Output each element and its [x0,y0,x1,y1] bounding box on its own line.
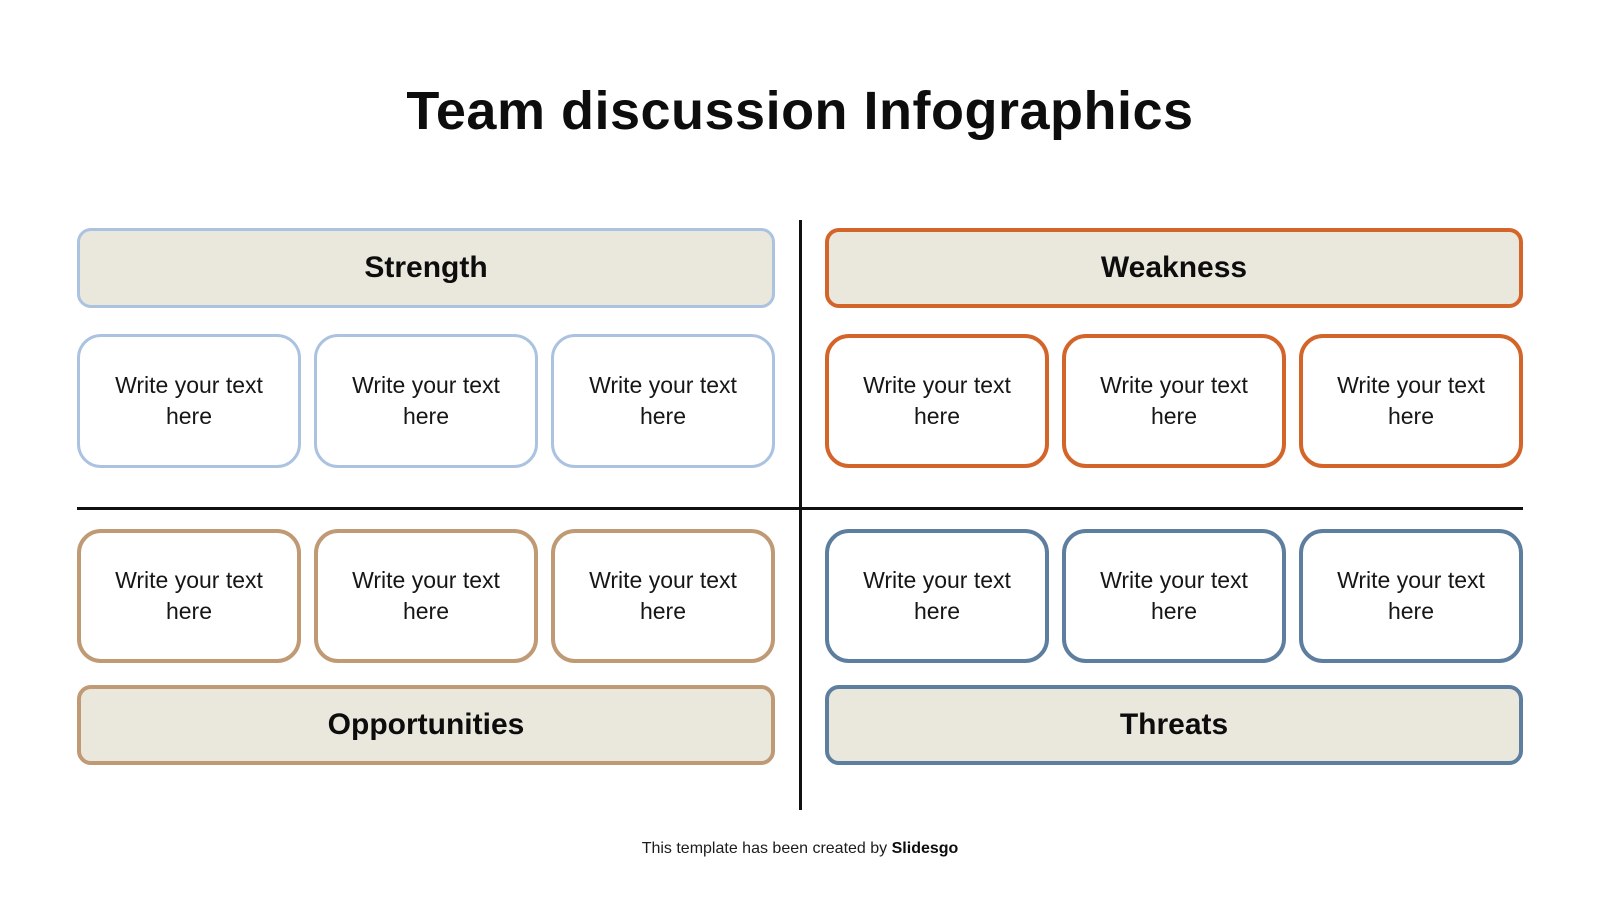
threats-text-placeholder-3[interactable]: Write your text here [1299,529,1523,663]
weakness-text-placeholder-2[interactable]: Write your text here [1062,334,1286,468]
footer-credit: This template has been created by Slides… [0,840,1600,858]
quadrant-threats: Write your text here Write your text her… [825,529,1523,765]
opportunities-text-placeholder-3[interactable]: Write your text here [551,529,775,663]
opportunities-text-placeholder-1[interactable]: Write your text here [77,529,301,663]
slide-title: Team discussion Infographics [406,81,1194,141]
strength-header[interactable]: Strength [77,228,775,308]
quadrant-opportunities: Write your text here Write your text her… [77,529,775,765]
threats-text-placeholder-1[interactable]: Write your text here [825,529,1049,663]
vertical-divider-line [798,220,802,810]
quadrant-weakness: Weakness Write your text here Write your… [825,228,1523,468]
quadrant-strength: Strength Write your text here Write your… [77,228,775,468]
footer-brand: Slidesgo [891,840,959,857]
weakness-text-placeholder-3[interactable]: Write your text here [1299,334,1523,468]
footer-credit-text: This template has been created by [641,840,888,857]
weakness-text-placeholder-1[interactable]: Write your text here [825,334,1049,468]
swot-matrix: Strength Write your text here Write your… [77,220,1523,810]
strength-text-placeholder-2[interactable]: Write your text here [314,334,538,468]
strength-text-placeholder-3[interactable]: Write your text here [551,334,775,468]
strength-cells: Write your text here Write your text her… [77,334,775,468]
weakness-cells: Write your text here Write your text her… [825,334,1523,468]
opportunities-cells: Write your text here Write your text her… [77,529,775,663]
opportunities-text-placeholder-2[interactable]: Write your text here [314,529,538,663]
threats-text-placeholder-2[interactable]: Write your text here [1062,529,1286,663]
weakness-header[interactable]: Weakness [825,228,1523,308]
threats-cells: Write your text here Write your text her… [825,529,1523,663]
threats-header[interactable]: Threats [825,685,1523,765]
strength-text-placeholder-1[interactable]: Write your text here [77,334,301,468]
opportunities-header[interactable]: Opportunities [77,685,775,765]
